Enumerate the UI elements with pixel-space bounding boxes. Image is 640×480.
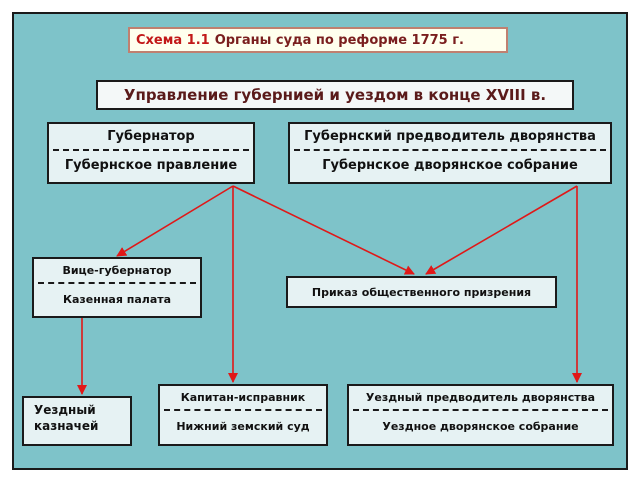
diagram-caption: Схема 1.1 Органы суда по реформе 1775 г. xyxy=(128,27,508,53)
node-captain-ispravnik-bottom: Нижний земский суд xyxy=(176,420,310,433)
dashed-divider xyxy=(53,149,249,151)
node-vice-governor-bottom: Казенная палата xyxy=(62,292,172,306)
caption-number: Схема 1.1 xyxy=(136,32,210,48)
node-district-treasurer-line1: Уездный xyxy=(34,403,96,417)
node-captain-ispravnik: Капитан-исправник Нижний земский суд xyxy=(158,384,328,446)
dashed-divider xyxy=(294,149,606,151)
node-provincial-marshal-top: Губернский предводитель дворянства xyxy=(304,129,596,144)
arrow-marshal-to-prikaz xyxy=(425,185,578,275)
node-district-marshal-top: Уездный предводитель дворянства xyxy=(365,391,596,404)
dashed-divider xyxy=(38,282,196,284)
node-district-treasurer-line2: казначей xyxy=(34,419,99,433)
node-governor-bottom: Губернское правление xyxy=(64,158,238,173)
node-provincial-marshal-bottom: Губернское дворянское собрание xyxy=(322,158,578,173)
dashed-divider xyxy=(353,409,608,411)
diagram-title: Управление губернией и уездом в конце XV… xyxy=(96,80,574,110)
node-vice-governor-top: Вице-губернатор xyxy=(62,264,172,277)
node-district-treasurer: Уездный казначей xyxy=(22,396,132,446)
arrow-governor-to-prikaz xyxy=(232,185,415,275)
node-district-marshal-bottom: Уездное дворянское собрание xyxy=(382,420,579,433)
dashed-divider xyxy=(164,409,322,411)
arrow-governor-to-vice xyxy=(116,185,234,257)
node-prikaz: Приказ общественного призрения xyxy=(286,276,557,308)
node-prikaz-label: Приказ общественного призрения xyxy=(311,285,532,299)
node-district-marshal: Уездный предводитель дворянства Уездное … xyxy=(347,384,614,446)
node-provincial-marshal: Губернский предводитель дворянства Губер… xyxy=(288,122,612,184)
caption-text: Органы суда по реформе 1775 г. xyxy=(214,32,464,48)
node-vice-governor: Вице-губернатор Казенная палата xyxy=(32,257,202,318)
node-governor: Губернатор Губернское правление xyxy=(47,122,255,184)
node-governor-top: Губернатор xyxy=(107,129,195,144)
node-captain-ispravnik-top: Капитан-исправник xyxy=(180,391,306,404)
